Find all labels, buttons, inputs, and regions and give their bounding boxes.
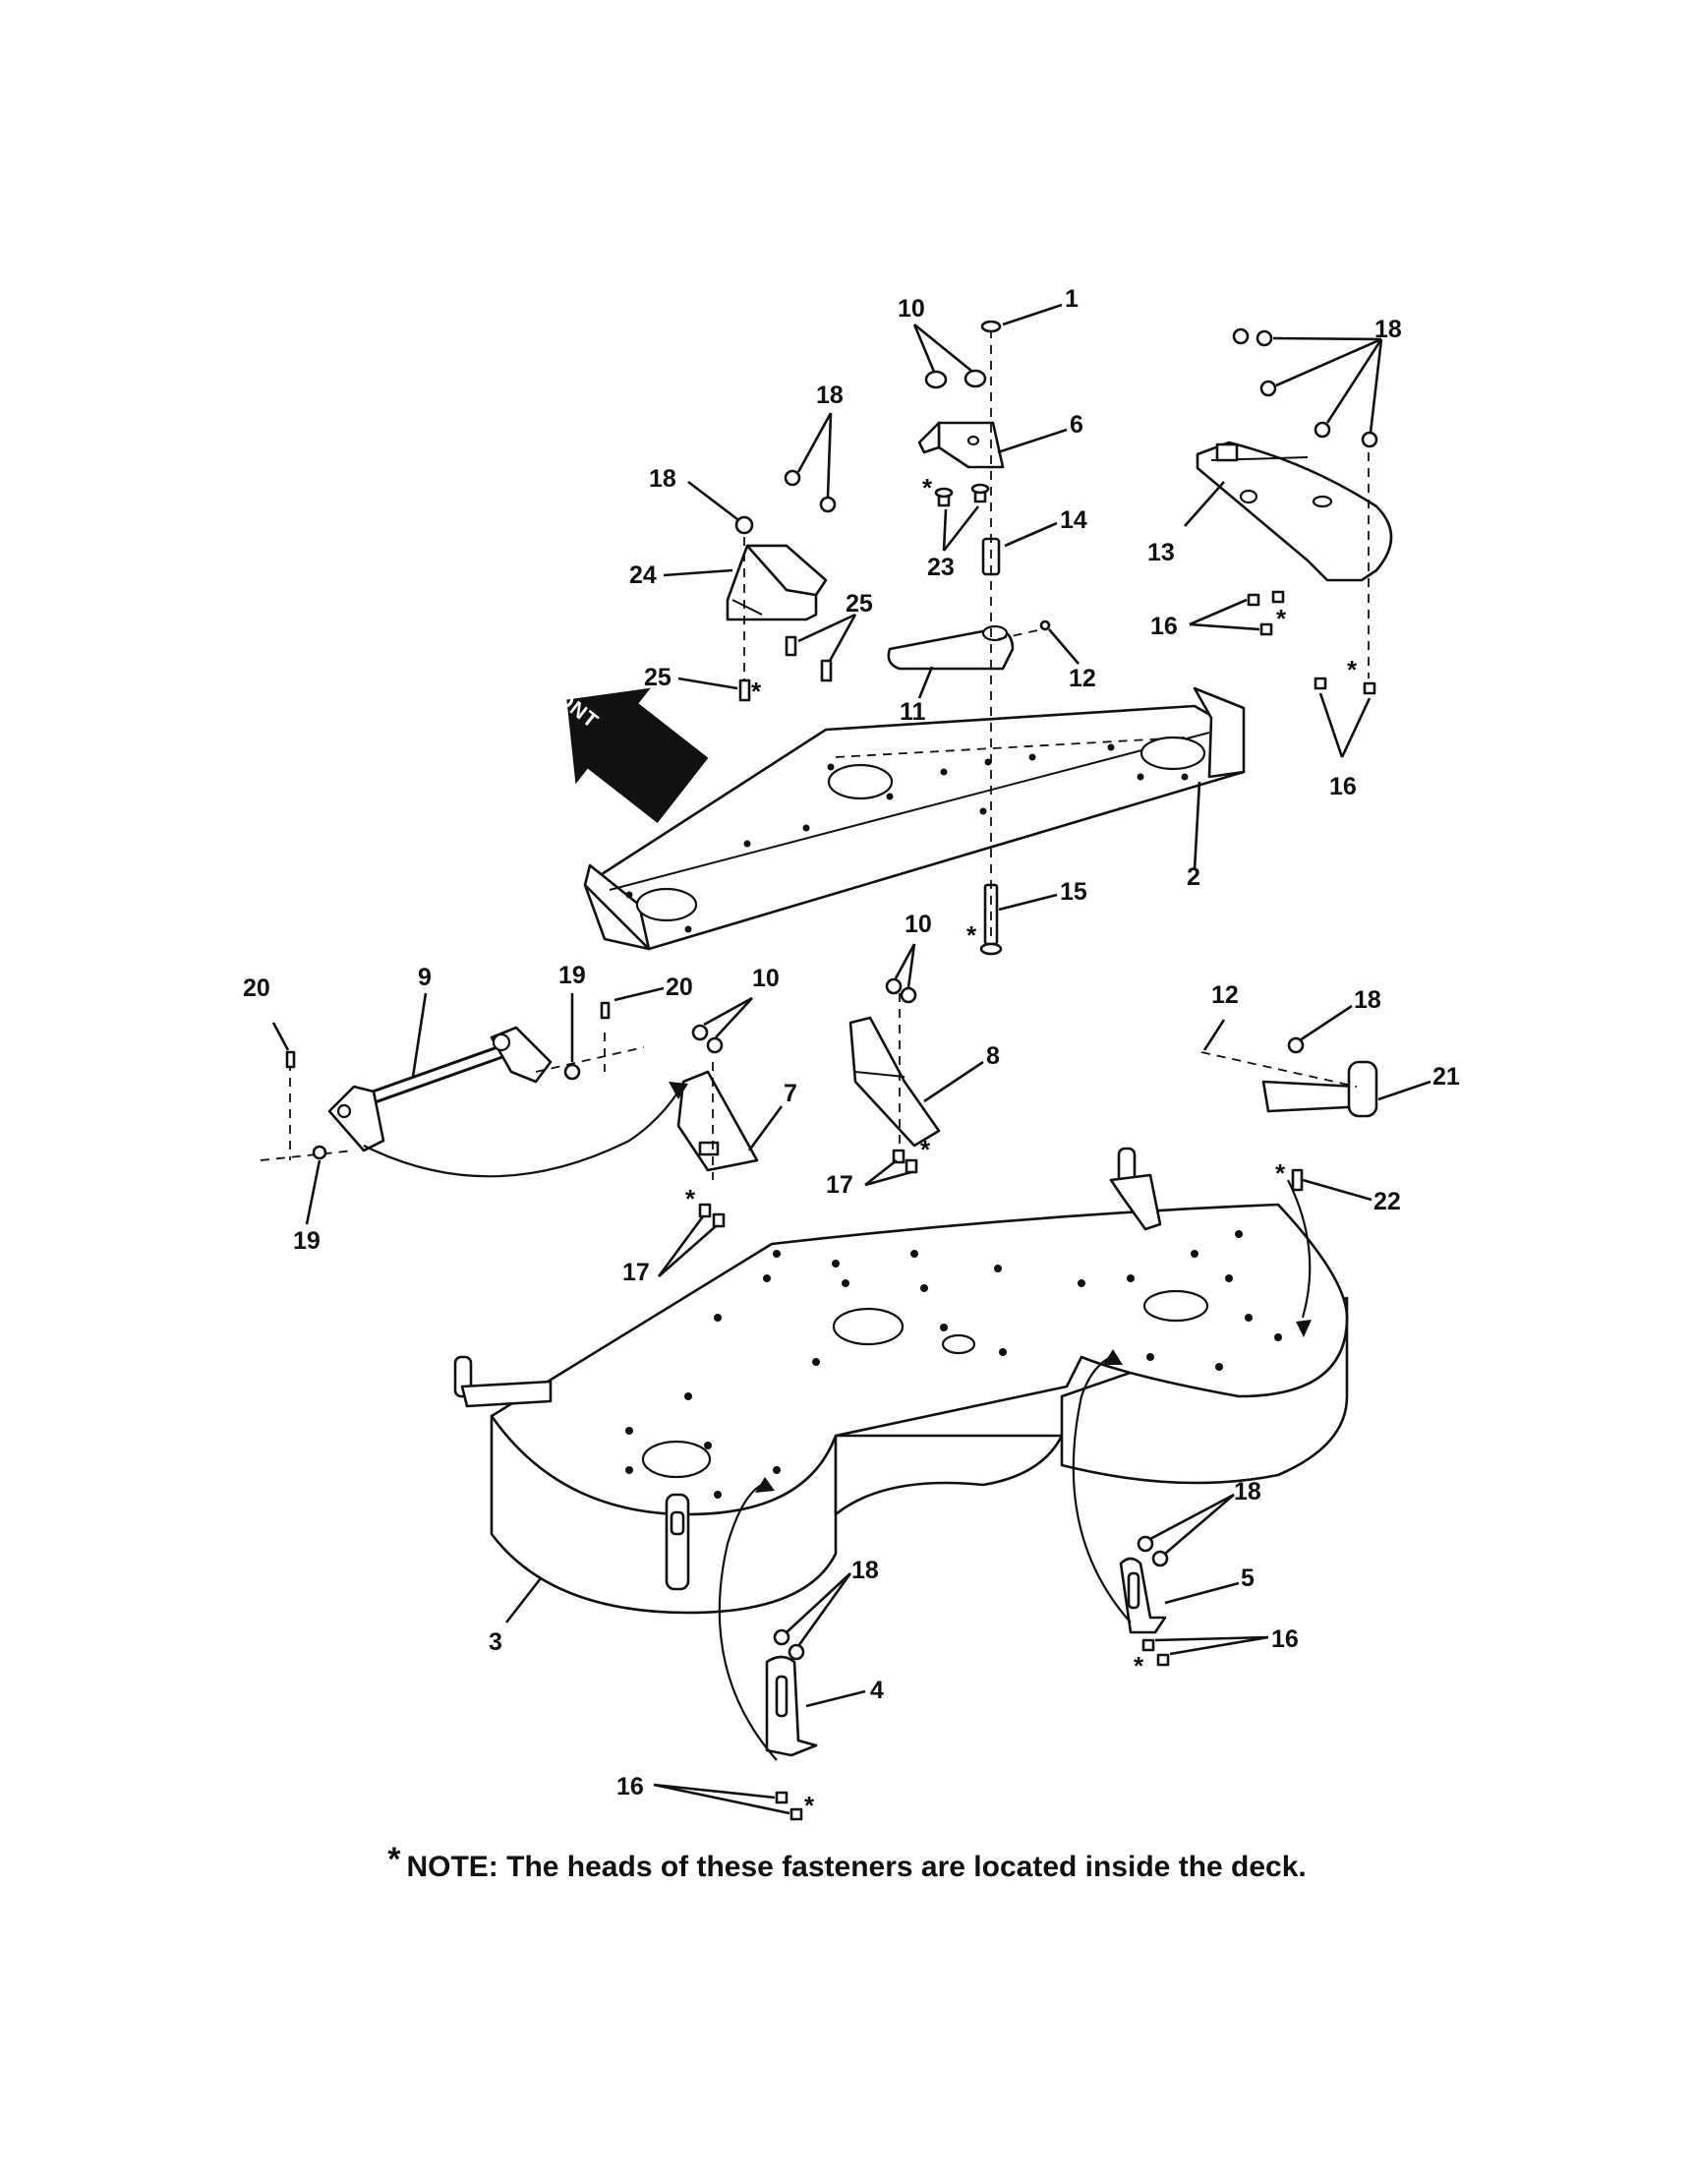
svg-text:*: * [966,920,977,950]
note-asterisk: * [387,1841,401,1878]
bracket-4 [765,1655,818,1757]
mounting-bracket [583,686,1246,951]
note-text: NOTE: The heads of these fasteners are l… [406,1851,1307,1883]
callout-22: 22 [1373,1188,1401,1215]
callout-10c: 10 [752,965,780,992]
callout-16c: 16 [1271,1625,1299,1653]
callout-8: 8 [986,1042,1000,1070]
svg-text:*: * [1347,655,1358,684]
callout-25a: 25 [846,590,873,618]
callout-3: 3 [489,1628,502,1656]
bracket-5 [1119,1557,1167,1634]
callout-16a: 16 [1150,613,1178,640]
callout-6: 6 [1070,411,1083,439]
svg-text:*: * [920,1135,931,1164]
fastener-note: *NOTE: The heads of these fasteners are … [0,1841,1694,1884]
gauge-arm-21 [1261,1060,1378,1118]
hardware [285,320,1378,1821]
callout-23: 23 [927,554,955,581]
bracket-24 [726,544,828,621]
svg-text:*: * [1276,604,1287,633]
bracket-bolt-holes [625,743,1189,933]
callout-17b: 17 [622,1259,650,1286]
callout-18f: 18 [851,1557,879,1584]
callout-19a: 19 [558,962,586,989]
front-direction-arrow: FRONT [529,669,709,823]
callout-16b: 16 [1329,773,1357,800]
svg-text:*: * [922,473,933,502]
callout-13: 13 [1147,539,1175,566]
mower-deck [453,1147,1349,1615]
deck-gauge-post-left [453,1355,553,1408]
svg-text:*: * [1275,1158,1286,1188]
svg-text:*: * [804,1791,815,1820]
callout-18e: 18 [1234,1478,1261,1505]
callout-25b: 25 [644,664,672,691]
callout-12b: 12 [1211,981,1239,1009]
lift-shaft-9 [327,1026,553,1152]
callout-20b: 20 [666,974,693,1001]
callout-4: 4 [870,1677,884,1704]
callout-2: 2 [1187,863,1200,891]
callout-24: 24 [629,561,657,589]
locator-curves [363,1082,1312,1761]
callout-14: 14 [1060,506,1087,534]
rear-bracket-13 [1196,441,1393,582]
callout-11: 11 [900,698,926,726]
asterisk-markers: * * * * * * * * * * [685,473,1358,1820]
bracket-7 [676,1070,759,1172]
callout-10b: 10 [905,911,932,938]
callout-18a: 18 [1374,316,1402,343]
svg-text:*: * [751,677,762,706]
idler-arm-11 [887,624,1015,671]
assembly-lines [260,329,1370,1180]
callout-1: 1 [1065,285,1079,313]
callout-15: 15 [1060,878,1087,906]
callout-18b: 18 [816,382,844,409]
callout-7: 7 [784,1080,797,1107]
callout-5: 5 [1241,1564,1255,1592]
svg-text:*: * [1134,1651,1144,1681]
callout-labels: 1 2 3 4 5 6 7 8 9 10 10 10 11 12 12 13 1… [243,285,1460,1800]
callout-19b: 19 [293,1227,321,1255]
leader-lines [271,303,1431,1815]
callout-16d: 16 [616,1773,644,1800]
bracket-6 [917,421,1005,469]
callout-12a: 12 [1069,665,1096,692]
callout-21: 21 [1432,1063,1460,1091]
deck-gauge-post-right [1109,1147,1162,1231]
deck-lift-link [665,1493,690,1591]
callout-20a: 20 [243,974,270,1002]
callout-18c: 18 [649,465,676,493]
deck-bolt-holes [625,1230,1282,1499]
svg-text:*: * [685,1184,696,1213]
callout-17a: 17 [826,1171,853,1199]
callout-9: 9 [418,964,432,991]
callout-10a: 10 [898,295,925,323]
callout-18d: 18 [1354,986,1381,1014]
bracket-8 [848,1016,941,1148]
